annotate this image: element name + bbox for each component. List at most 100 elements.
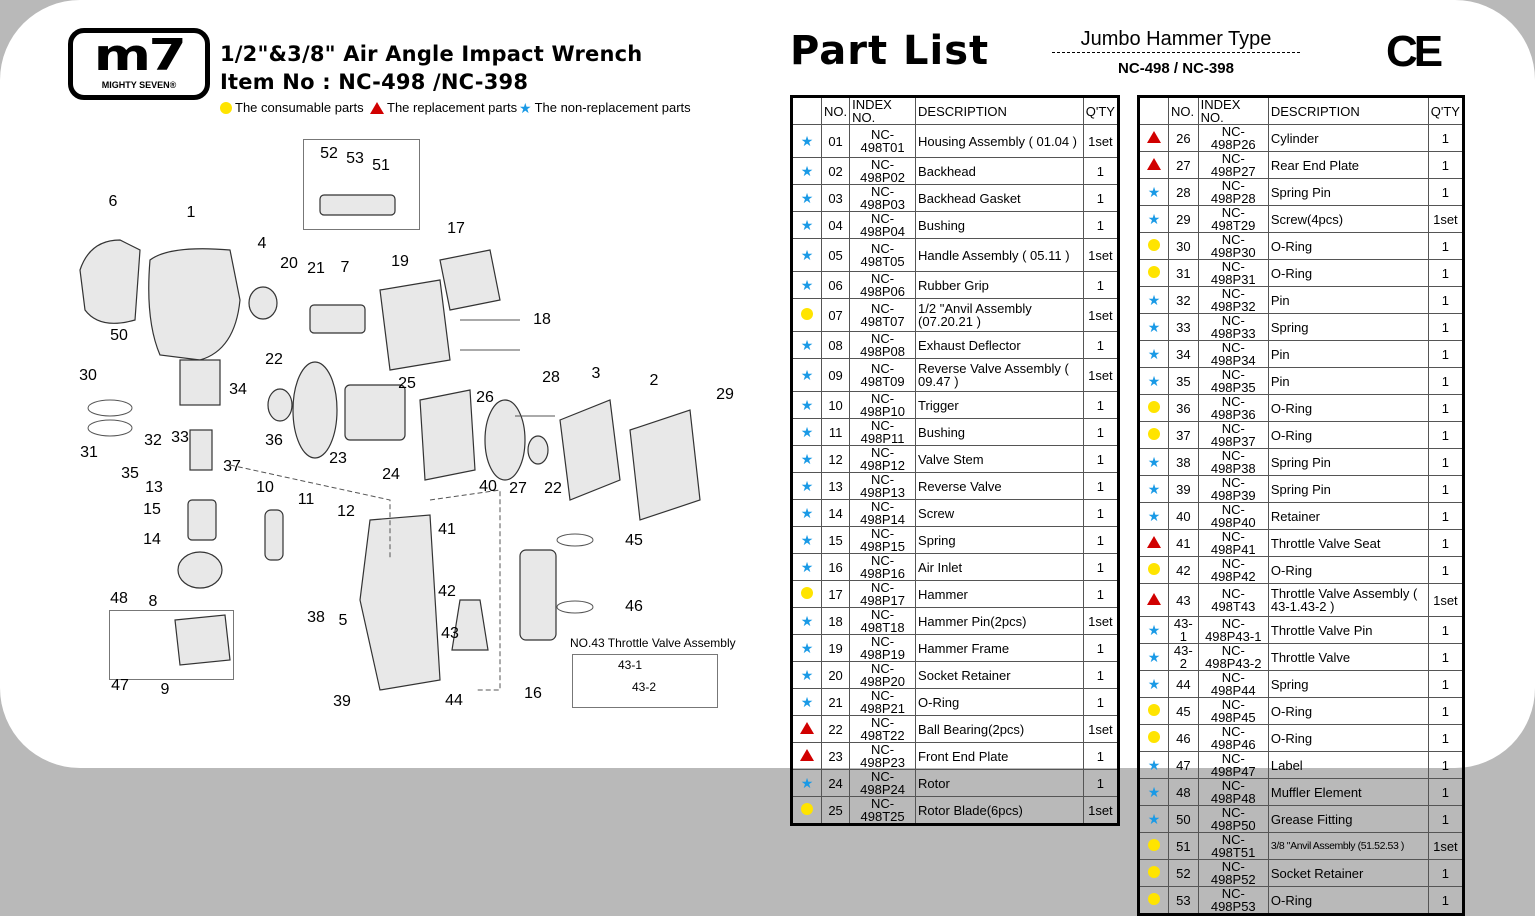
description: Retainer [1267, 502, 1429, 530]
callout-25: 25 [398, 375, 416, 392]
part-number: 27 [1168, 151, 1199, 179]
quantity: 1set [1082, 715, 1120, 743]
star-icon: ★ [1147, 373, 1161, 389]
description: Rear End Plate [1267, 151, 1429, 179]
part-number: 18 [820, 607, 851, 635]
callout-23: 23 [329, 450, 347, 467]
circle-icon [1148, 839, 1160, 851]
callout-35: 35 [121, 465, 139, 482]
column-header: Q'TY [1427, 96, 1465, 125]
part-number: 08 [820, 331, 851, 359]
index-number: NC-498T22 [849, 715, 917, 743]
star-icon: ★ [1147, 211, 1161, 227]
callout-30: 30 [79, 367, 97, 384]
part-number: 15 [820, 526, 851, 554]
star-icon: ★ [800, 247, 814, 263]
index-number: NC-498P31 [1197, 259, 1269, 287]
description: Grease Fitting [1267, 805, 1429, 833]
index-number: NC-498P02 [849, 157, 917, 185]
quantity: 1 [1427, 529, 1465, 557]
part-number: 28 [1168, 178, 1199, 206]
part-inlet-assembly [519, 549, 557, 641]
description: Screw [915, 499, 1084, 527]
quantity: 1 [1082, 391, 1120, 419]
exploded-diagram [79, 194, 701, 691]
part-number: 32 [1168, 286, 1199, 314]
description: 1/2 "Anvil Assembly (07.20.21 ) [915, 298, 1084, 332]
part-type-cell [791, 580, 822, 608]
quantity: 1set [1427, 205, 1465, 233]
part-type-cell [1138, 556, 1169, 584]
star-icon: ★ [519, 100, 532, 116]
triangle-icon [1147, 131, 1161, 143]
star-icon: ★ [800, 667, 814, 683]
part-number: 01 [820, 124, 851, 158]
part-rear-plate [484, 399, 526, 481]
part-number: 26 [1168, 124, 1199, 152]
star-icon: ★ [1147, 649, 1161, 665]
throttle-inset-box [572, 654, 718, 708]
description: Reverse Valve Assembly ( 09.47 ) [915, 358, 1084, 392]
description: Valve Stem [915, 445, 1084, 473]
quantity: 1 [1082, 211, 1120, 239]
index-number: NC-498P19 [849, 634, 917, 662]
quantity: 1 [1427, 697, 1465, 725]
quantity: 1 [1427, 502, 1465, 530]
star-icon: ★ [800, 190, 814, 206]
index-number: NC-498P03 [849, 184, 917, 212]
star-icon: ★ [800, 337, 814, 353]
column-header: DESCRIPTION [915, 96, 1084, 125]
circle-icon [1148, 563, 1160, 575]
part-type-cell: ★ [1138, 475, 1169, 503]
part-type-cell [1138, 151, 1169, 179]
quantity: 1set [1082, 796, 1120, 825]
description: Screw(4pcs) [1267, 205, 1429, 233]
callout-38: 38 [307, 609, 325, 626]
star-icon: ★ [1147, 622, 1161, 638]
description: O-Ring [1267, 886, 1429, 915]
quantity: 1 [1082, 157, 1120, 185]
index-number: NC-498T05 [849, 238, 917, 272]
description: Backhead Gasket [915, 184, 1084, 212]
logo-text: m7 [93, 30, 187, 81]
callout-29: 29 [716, 386, 734, 403]
part-type-cell [1138, 859, 1169, 887]
quantity: 1 [1427, 124, 1465, 152]
quantity: 1 [1082, 553, 1120, 581]
quantity: 1 [1082, 331, 1120, 359]
legend-label: The replacement parts [387, 100, 518, 115]
triangle-icon [1147, 593, 1161, 605]
part-type-cell [1138, 886, 1169, 915]
muffler-inset-box [109, 610, 234, 680]
circle-icon [1148, 401, 1160, 413]
part-screw [187, 499, 217, 541]
quantity: 1 [1427, 778, 1465, 806]
part-type-cell [1138, 724, 1169, 752]
part-type-cell: ★ [1138, 670, 1169, 698]
part-type-cell [1138, 232, 1169, 260]
quantity: 1 [1427, 394, 1465, 422]
description: Throttle Valve Assembly ( 43-1.43-2 ) [1267, 583, 1429, 617]
legend-non-replacement: ★The non-replacement parts [519, 100, 691, 116]
description: O-Ring [915, 688, 1084, 716]
part-number: 22 [820, 715, 851, 743]
icon-header [791, 96, 822, 125]
quantity: 1 [1427, 286, 1465, 314]
star-icon: ★ [800, 163, 814, 179]
index-number: NC-498P17 [849, 580, 917, 608]
index-number: NC-498P10 [849, 391, 917, 419]
star-icon: ★ [800, 694, 814, 710]
quantity: 1 [1427, 751, 1465, 779]
